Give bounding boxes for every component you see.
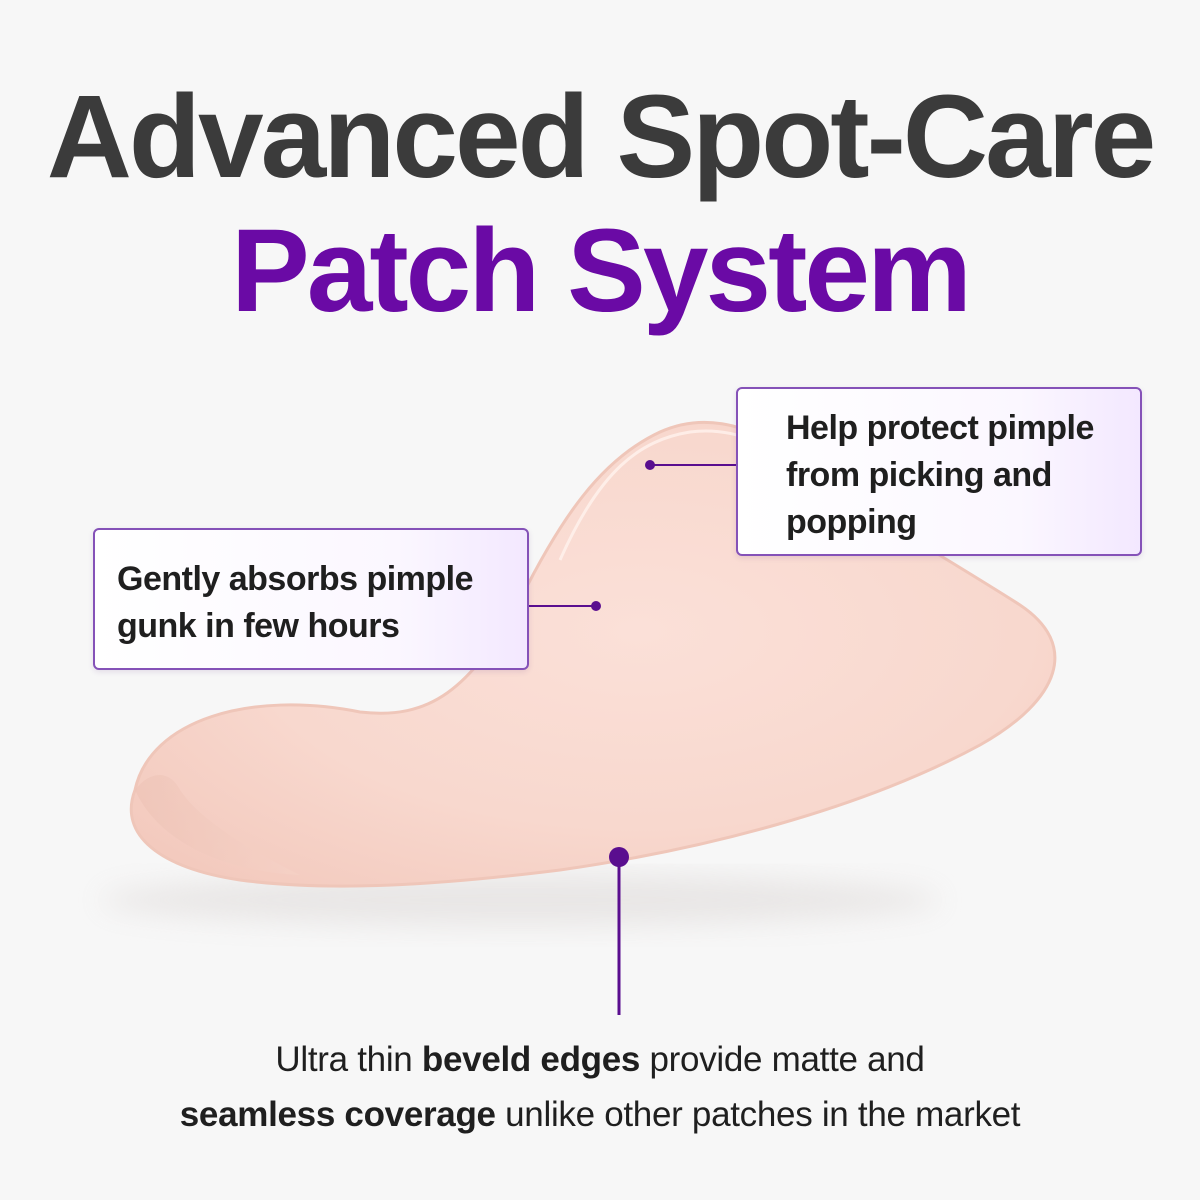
pointer-dot-right (645, 460, 655, 470)
caption-line-1-bold: beveld edges (421, 1040, 641, 1079)
pointer-dot-left (591, 601, 601, 611)
callout-protect-line-2: from picking and (786, 456, 1052, 494)
callout-protect-line-1: Help protect pimple (786, 409, 1094, 447)
caption-line-1-pre: Ultra thin (275, 1040, 422, 1079)
callout-absorb: Gently absorbs pimple gunk in few hours (93, 528, 529, 670)
patch-curl (135, 775, 300, 875)
patch-shadow (100, 874, 940, 926)
headline-line-1: Advanced Spot-Care (46, 71, 1157, 203)
callout-protect-line-3: popping (786, 503, 917, 541)
callout-protect: Help protect pimple from picking and pop… (736, 387, 1142, 556)
caption-line-2: seamless coverage unlike other patches i… (0, 1097, 1200, 1132)
caption-line-1-post: provide matte and (640, 1040, 925, 1079)
caption-line-1: Ultra thin beveld edges provide matte an… (0, 1042, 1200, 1077)
callout-absorb-line-2: gunk in few hours (117, 607, 400, 645)
callout-absorb-line-1: Gently absorbs pimple (117, 560, 474, 598)
headline-line-2: Patch System (231, 205, 972, 337)
caption-line-2-post: unlike other patches in the market (495, 1095, 1021, 1134)
caption-line-2-bold: seamless coverage (179, 1095, 496, 1134)
